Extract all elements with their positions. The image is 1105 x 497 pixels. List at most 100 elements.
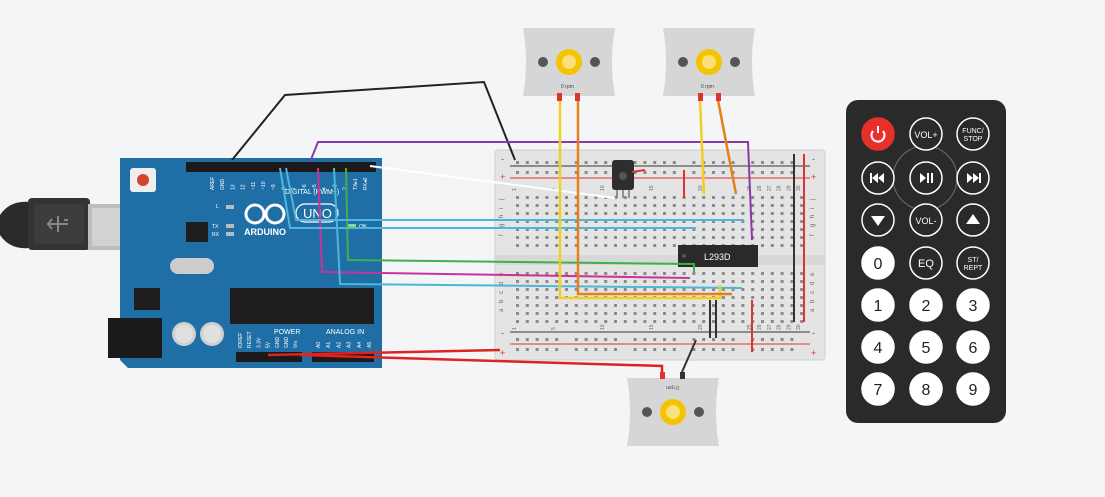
breadboard-hole[interactable]	[761, 196, 764, 199]
breadboard-hole[interactable]	[653, 280, 657, 283]
breadboard-hole[interactable]	[770, 312, 774, 315]
breadboard-hole[interactable]	[721, 288, 725, 291]
breadboard-hole[interactable]	[790, 220, 794, 223]
breadboard-hole[interactable]	[770, 236, 774, 239]
breadboard-hole[interactable]	[525, 296, 529, 299]
breadboard-hole[interactable]	[780, 288, 784, 291]
breadboard-hole[interactable]	[731, 196, 735, 199]
breadboard-hole[interactable]	[574, 212, 578, 215]
breadboard-hole[interactable]	[614, 204, 617, 207]
breadboard-hole[interactable]	[545, 304, 549, 307]
arduino-uno-board[interactable]: ARDUINO UNO DIGITAL (PWM~) POWER ANALOG …	[108, 158, 382, 368]
breadboard-hole[interactable]	[525, 220, 529, 223]
digit-4-button[interactable]: 4	[861, 330, 895, 364]
breadboard-hole[interactable]	[594, 244, 598, 247]
breadboard-hole[interactable]	[516, 288, 519, 291]
breadboard-hole[interactable]	[633, 288, 637, 291]
breadboard-hole[interactable]	[594, 312, 598, 315]
breadboard-hole[interactable]	[721, 312, 725, 315]
breadboard-hole[interactable]	[604, 304, 608, 307]
breadboard-hole[interactable]	[672, 312, 676, 315]
breadboard-hole[interactable]	[741, 320, 745, 323]
breadboard-hole[interactable]	[761, 320, 764, 323]
breadboard-hole[interactable]	[604, 236, 608, 239]
breadboard-hole[interactable]	[672, 236, 676, 239]
breadboard-hole[interactable]	[790, 312, 794, 315]
breadboard-hole[interactable]	[623, 212, 627, 215]
breadboard-hole[interactable]	[790, 296, 794, 299]
breadboard-hole[interactable]	[761, 204, 764, 207]
breadboard-hole[interactable]	[682, 320, 686, 323]
wire-motor2-orange[interactable]	[716, 99, 738, 195]
breadboard-hole[interactable]	[574, 304, 578, 307]
breadboard-hole[interactable]	[800, 244, 804, 247]
rail-hole[interactable]	[692, 161, 696, 164]
breadboard-hole[interactable]	[555, 272, 559, 275]
breadboard-hole[interactable]	[800, 288, 804, 291]
breadboard-hole[interactable]	[692, 228, 696, 231]
rail-hole[interactable]	[643, 338, 647, 341]
rail-hole[interactable]	[721, 171, 725, 174]
breadboard-hole[interactable]	[614, 304, 617, 307]
breadboard-hole[interactable]	[614, 244, 617, 247]
digit-9-button[interactable]: 9	[956, 372, 990, 406]
breadboard-hole[interactable]	[672, 272, 676, 275]
eq-button[interactable]: EQ	[909, 246, 943, 280]
breadboard-hole[interactable]	[574, 244, 578, 247]
breadboard-hole[interactable]	[614, 272, 617, 275]
breadboard-hole[interactable]	[574, 220, 578, 223]
breadboard-hole[interactable]	[702, 204, 706, 207]
breadboard-hole[interactable]	[653, 304, 657, 307]
breadboard-hole[interactable]	[565, 312, 568, 315]
breadboard-hole[interactable]	[780, 228, 784, 231]
breadboard-hole[interactable]	[770, 212, 774, 215]
breadboard-hole[interactable]	[555, 296, 559, 299]
breadboard-hole[interactable]	[721, 296, 725, 299]
breadboard-hole[interactable]	[584, 228, 588, 231]
breadboard-hole[interactable]	[663, 244, 666, 247]
breadboard-hole[interactable]	[535, 312, 539, 315]
breadboard-hole[interactable]	[712, 304, 715, 307]
breadboard-hole[interactable]	[800, 296, 804, 299]
breadboard-hole[interactable]	[584, 320, 588, 323]
breadboard-hole[interactable]	[545, 280, 549, 283]
breadboard-hole[interactable]	[761, 280, 764, 283]
rail-hole[interactable]	[535, 338, 539, 341]
breadboard-hole[interactable]	[535, 196, 539, 199]
breadboard-hole[interactable]	[780, 196, 784, 199]
breadboard-hole[interactable]	[574, 312, 578, 315]
breadboard-hole[interactable]	[702, 196, 706, 199]
rail-hole[interactable]	[574, 338, 578, 341]
rail-hole[interactable]	[516, 171, 519, 174]
breadboard-hole[interactable]	[545, 272, 549, 275]
breadboard-hole[interactable]	[653, 244, 657, 247]
breadboard-hole[interactable]	[594, 220, 598, 223]
breadboard-hole[interactable]	[692, 212, 696, 215]
breadboard-hole[interactable]	[692, 280, 696, 283]
breadboard-hole[interactable]	[604, 272, 608, 275]
breadboard-hole[interactable]	[780, 320, 784, 323]
breadboard-hole[interactable]	[692, 196, 696, 199]
rail-hole[interactable]	[525, 338, 529, 341]
breadboard-hole[interactable]	[643, 220, 647, 223]
breadboard-hole[interactable]	[525, 212, 529, 215]
breadboard-hole[interactable]	[780, 312, 784, 315]
breadboard-hole[interactable]	[770, 320, 774, 323]
breadboard-hole[interactable]	[525, 244, 529, 247]
breadboard-hole[interactable]	[731, 236, 735, 239]
breadboard-hole[interactable]	[702, 288, 706, 291]
breadboard-hole[interactable]	[712, 204, 715, 207]
breadboard-hole[interactable]	[702, 320, 706, 323]
breadboard-hole[interactable]	[565, 228, 568, 231]
breadboard-hole[interactable]	[761, 312, 764, 315]
breadboard-hole[interactable]	[790, 244, 794, 247]
rail-hole[interactable]	[584, 348, 588, 351]
rail-hole[interactable]	[731, 161, 735, 164]
rail-hole[interactable]	[584, 161, 588, 164]
breadboard-hole[interactable]	[614, 280, 617, 283]
breadboard-hole[interactable]	[633, 304, 637, 307]
rail-hole[interactable]	[672, 348, 676, 351]
breadboard-hole[interactable]	[633, 228, 637, 231]
